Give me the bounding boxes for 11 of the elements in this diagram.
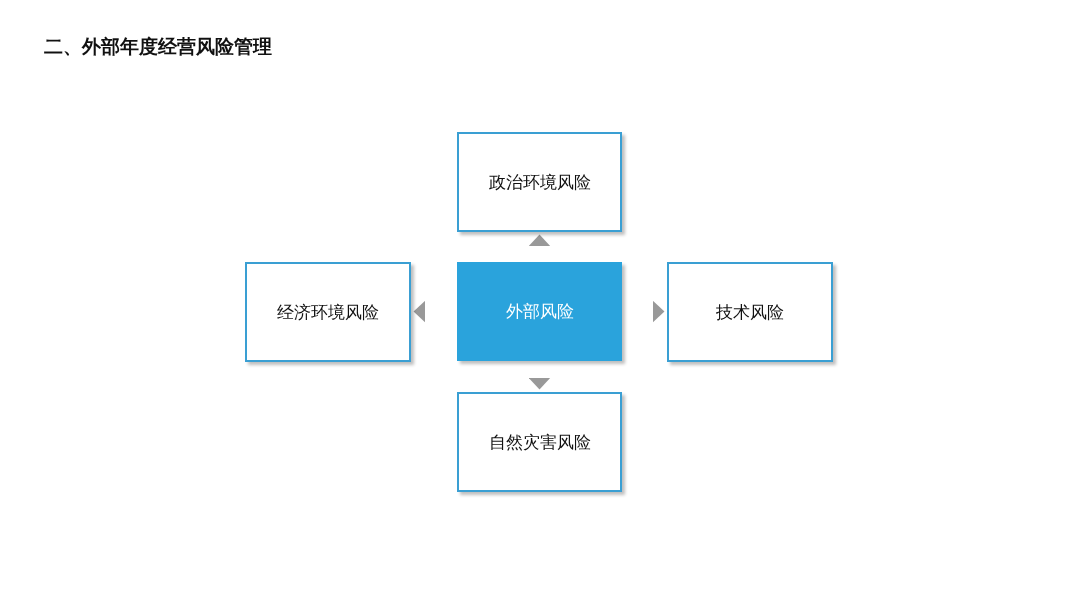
box-label: 自然灾害风险 bbox=[488, 430, 591, 454]
box-label: 经济环境风险 bbox=[277, 300, 379, 324]
box-label: 外部风险 bbox=[505, 300, 574, 323]
risk-box bbox=[457, 132, 622, 232]
center-box bbox=[457, 262, 622, 361]
risk-box bbox=[245, 262, 411, 362]
box-label: 政治环境风险 bbox=[488, 170, 591, 194]
risk-box bbox=[457, 392, 622, 492]
box-label: 技术风险 bbox=[716, 300, 784, 324]
risk-box bbox=[667, 262, 833, 362]
title: 二、外部年度经营风险管理 bbox=[44, 34, 272, 59]
